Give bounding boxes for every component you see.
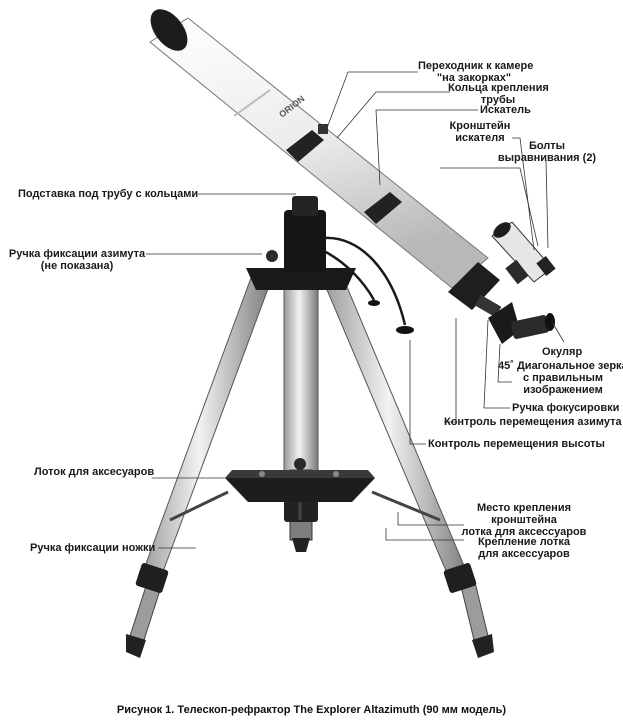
label-line: кронштейна <box>491 514 557 526</box>
label-line: лотка для аксессуаров <box>461 526 587 538</box>
mount-head <box>246 196 356 290</box>
center-foot <box>292 538 310 552</box>
finder-scope <box>491 221 556 285</box>
label-line: выравнивания (2) <box>497 152 597 164</box>
label-line: Место крепления <box>476 502 572 514</box>
tripod-legs <box>126 274 494 658</box>
label-azimuth-control: Контроль перемещения азимута <box>444 416 622 428</box>
label-line: Переходник к камере <box>418 60 534 72</box>
focuser <box>448 262 500 310</box>
center-leg <box>283 281 319 473</box>
left-leg <box>139 274 273 586</box>
label-line: искателя <box>455 132 505 144</box>
label-text: Диагональное зеркало <box>516 360 623 372</box>
label-line: Кронштейн <box>449 120 511 132</box>
label-line: Крепление лотка <box>477 536 571 548</box>
optical-tube <box>149 9 502 318</box>
right-foot <box>472 634 494 658</box>
label-accessory-tray: Лоток для аксесуаров <box>34 466 155 478</box>
label-tube-rings: Кольца крепления трубы <box>448 82 549 106</box>
label-line: с правильным <box>522 372 604 384</box>
label-line: (не показана) <box>40 260 114 272</box>
label-eyepiece: Окуляр <box>542 346 583 358</box>
left-foot <box>126 634 146 658</box>
label-line: изображением <box>523 384 603 396</box>
dew-shield-opening <box>150 9 188 51</box>
label-finder-bracket: Кронштейн искателя <box>440 120 520 144</box>
label-line: 45˚ Диагональное зеркало <box>498 360 623 372</box>
label-tray-bracket-place: Место крепления кронштейна лотка для акс… <box>458 502 590 538</box>
figure-caption: Рисунок 1. Телескоп-рефрактор The Explor… <box>116 704 507 716</box>
label-focus-knob: Ручка фокусировки <box>512 402 620 414</box>
label-line: для аксессуаров <box>478 548 570 560</box>
tray-braces <box>169 490 441 522</box>
label-finder: Искатель <box>480 104 531 116</box>
label-line: Кольца крепления <box>448 82 549 94</box>
label-line: трубы <box>480 94 516 106</box>
label-alignment-bolts: Болты выравнивания (2) <box>496 140 598 164</box>
leader-lines <box>146 71 565 549</box>
label-camera-adapter: Переходник к камере "на закорках" <box>418 60 534 84</box>
tube-ring-front <box>286 130 324 162</box>
label-altitude-control: Контроль перемещения высоты <box>428 438 605 450</box>
left-leg-clamp <box>135 563 169 593</box>
right-leg-clamp <box>443 563 477 593</box>
right-leg <box>321 274 471 586</box>
label-line: Ручка фиксации азимута <box>8 248 146 260</box>
label-line: "на закорках" <box>436 72 512 84</box>
slow-motion-cables <box>321 236 407 326</box>
label-tray-mount: Крепление лотка для аксессуаров <box>458 536 590 560</box>
slow-motion-knob <box>368 300 414 334</box>
label-leg-lock: Ручка фиксации ножки <box>30 542 156 554</box>
diagonal-eyepiece <box>488 302 555 344</box>
label-diagonal: 45˚ Диагональное зеркало с правильным из… <box>498 360 623 396</box>
label-tube-mount: Подставка под трубу с кольцами <box>18 188 199 200</box>
degree-prefix: 45˚ <box>498 360 514 372</box>
label-line: Болты <box>528 140 566 152</box>
tube-ring-rear <box>364 192 402 224</box>
accessory-tray <box>225 458 375 502</box>
label-azimuth-lock: Ручка фиксации азимута (не показана) <box>8 248 146 272</box>
